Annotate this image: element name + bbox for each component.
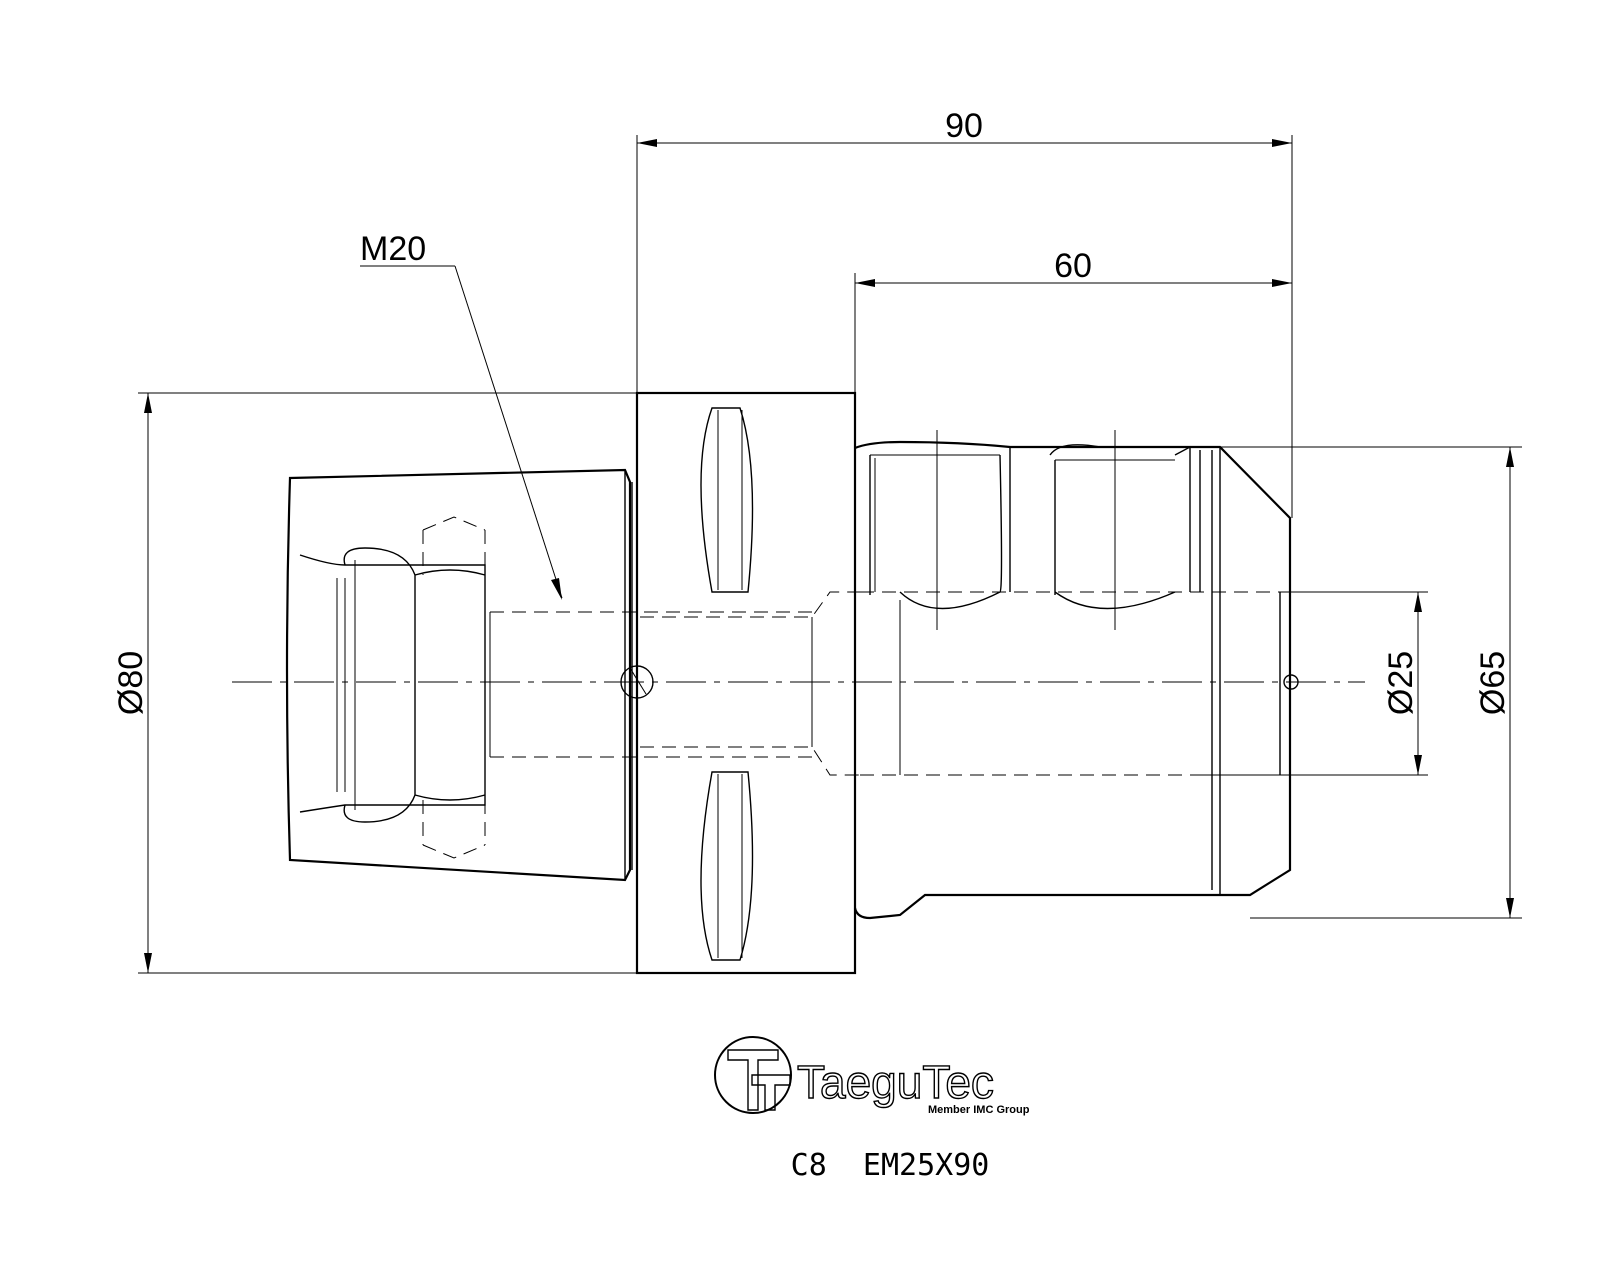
dim-90-label: 90 — [945, 107, 983, 145]
part-code: C8 EM25X90 — [791, 1148, 990, 1183]
dim-25-label: Ø25 — [1382, 651, 1420, 715]
taegutec-logo: TaeguTec Member IMC Group — [714, 1036, 1030, 1116]
thread-label: M20 — [360, 230, 426, 268]
dim-flange-diameter: Ø80 — [112, 392, 637, 974]
dim-80-label: Ø80 — [112, 651, 150, 715]
taegutec-logo-icon — [714, 1036, 792, 1114]
dim-bore-diameter: Ø25 — [1190, 591, 1428, 776]
dim-65-label: Ø65 — [1474, 651, 1512, 715]
weldon-shank — [853, 430, 1299, 920]
dim-thread-callout: M20 — [360, 230, 563, 600]
dim-shank-length: 60 — [854, 247, 1292, 448]
dim-overall-length: 90 — [636, 107, 1293, 518]
dim-60-label: 60 — [1054, 247, 1092, 285]
brand-name: TaeguTec — [797, 1056, 994, 1108]
flange-body — [620, 391, 860, 975]
collet-nut — [285, 468, 820, 882]
dim-shank-diameter: Ø65 — [1220, 446, 1522, 919]
brand-tagline: Member IMC Group — [928, 1104, 1030, 1116]
